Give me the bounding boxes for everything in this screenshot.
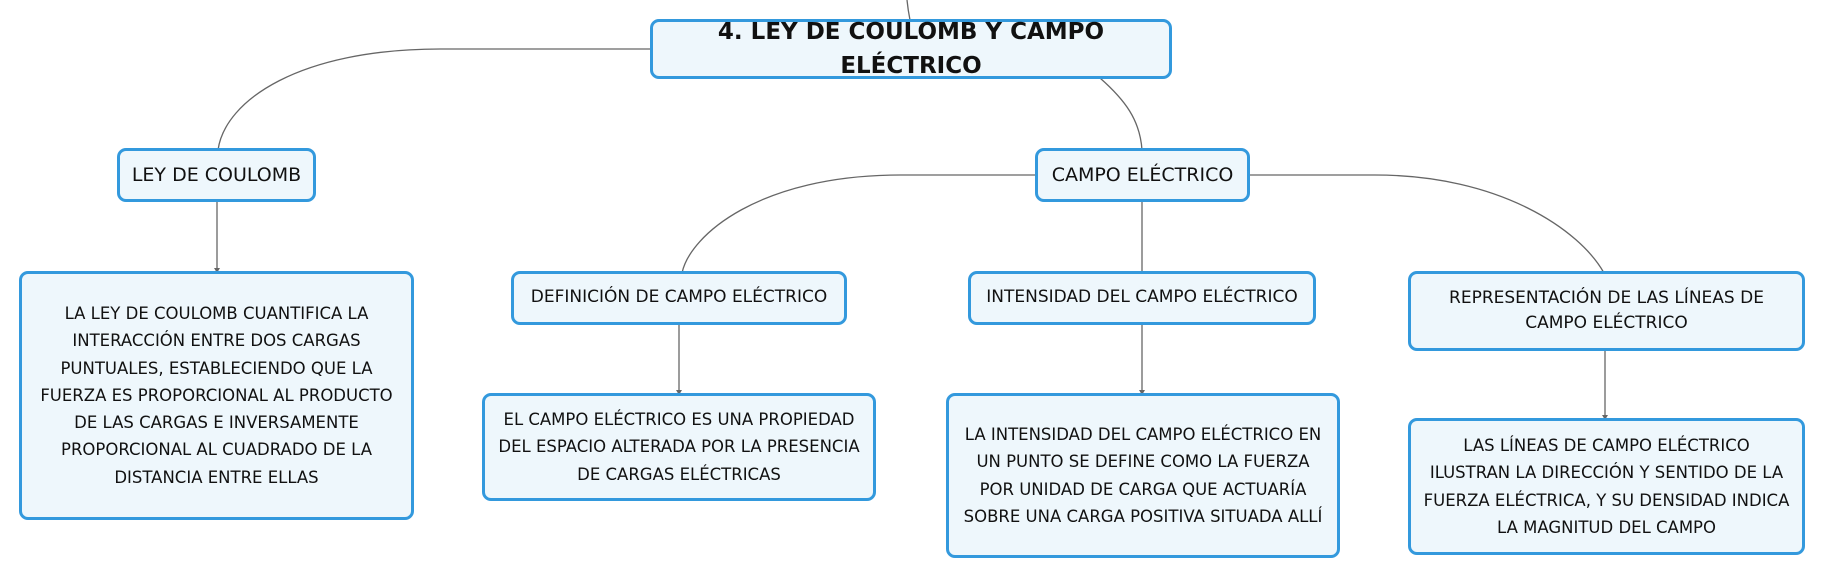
intensidad-label: INTENSIDAD DEL CAMPO ELÉCTRICO: [986, 287, 1298, 308]
connector-campo-representacion: [1249, 174, 1605, 274]
representacion-node[interactable]: REPRESENTACIÓN DE LAS LÍNEAS DE CAMPO EL…: [1408, 271, 1805, 351]
definicion-description: EL CAMPO ELÉCTRICO ES UNA PROPIEDAD DEL …: [498, 410, 860, 484]
intensidad-description: LA INTENSIDAD DEL CAMPO ELÉCTRICO EN UN …: [963, 425, 1323, 526]
connector-parent-root: [906, 0, 911, 21]
arrowhead-definicion-desc: [676, 390, 682, 395]
arrowhead-coulomb-desc: [214, 268, 220, 273]
definicion-node[interactable]: DEFINICIÓN DE CAMPO ELÉCTRICO: [511, 271, 847, 325]
root-label: 4. LEY DE COULOMB Y CAMPO ELÉCTRICO: [717, 18, 1105, 80]
campo-node[interactable]: CAMPO ELÉCTRICO: [1035, 148, 1250, 202]
intensidad-description-node[interactable]: LA INTENSIDAD DEL CAMPO ELÉCTRICO EN UN …: [946, 393, 1340, 558]
campo-label: CAMPO ELÉCTRICO: [1051, 163, 1234, 186]
representacion-description-node[interactable]: LAS LÍNEAS DE CAMPO ELÉCTRICO ILUSTRAN L…: [1408, 418, 1805, 555]
connector-campo-definicion: [681, 174, 1037, 274]
intensidad-node[interactable]: INTENSIDAD DEL CAMPO ELÉCTRICO: [968, 271, 1316, 325]
arrowhead-representacion-desc: [1602, 415, 1608, 420]
coulomb-label: LEY DE COULOMB: [131, 163, 302, 186]
definicion-label: DEFINICIÓN DE CAMPO ELÉCTRICO: [530, 287, 828, 308]
representacion-label: REPRESENTACIÓN DE LAS LÍNEAS DE CAMPO EL…: [1449, 287, 1764, 334]
arrowhead-intensidad-desc: [1139, 390, 1145, 395]
coulomb-node[interactable]: LEY DE COULOMB: [117, 148, 316, 202]
representacion-description: LAS LÍNEAS DE CAMPO ELÉCTRICO ILUSTRAN L…: [1423, 436, 1790, 537]
coulomb-description: LA LEY DE COULOMB CUANTIFICA LA INTERACC…: [40, 304, 393, 487]
definicion-description-node[interactable]: EL CAMPO ELÉCTRICO ES UNA PROPIEDAD DEL …: [482, 393, 876, 501]
root-node[interactable]: 4. LEY DE COULOMB Y CAMPO ELÉCTRICO: [650, 19, 1172, 79]
connector-root-coulomb: [217, 48, 652, 151]
connector-root-campo: [1099, 77, 1143, 151]
coulomb-description-node[interactable]: LA LEY DE COULOMB CUANTIFICA LA INTERACC…: [19, 271, 414, 520]
